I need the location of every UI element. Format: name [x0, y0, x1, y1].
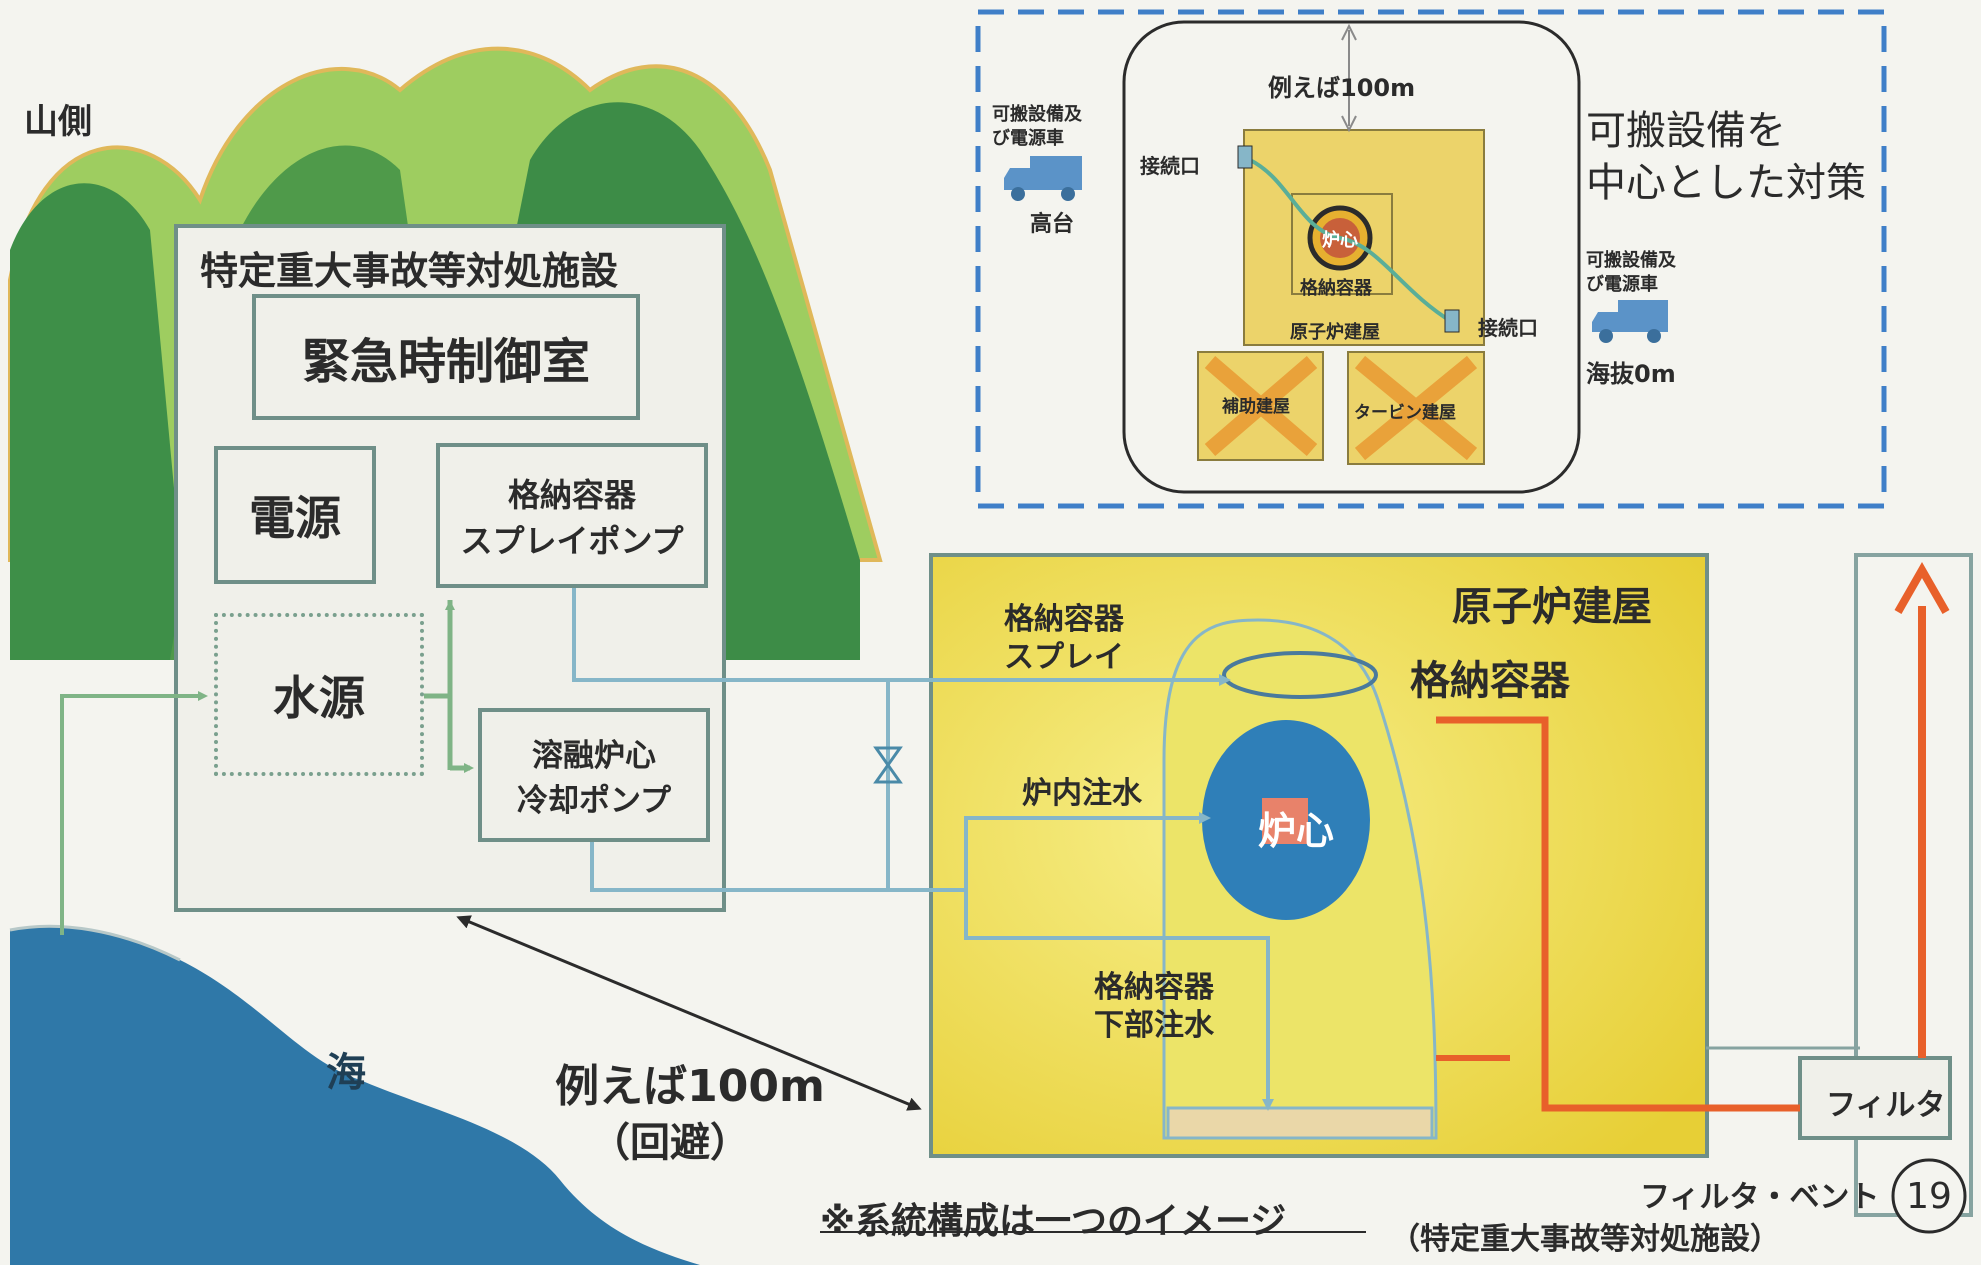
sea-to-water-pipe — [60, 691, 208, 935]
inset-containment-box — [1291, 193, 1393, 295]
inset-right-connector — [1444, 309, 1460, 333]
spray-pump-box: 格納容器 スプレイポンプ — [436, 443, 708, 588]
inset-dashed-border — [975, 9, 1887, 509]
inset-right-location: 海抜0m — [1586, 360, 1676, 388]
inset-distance-arrowhead-bottom — [1341, 115, 1357, 133]
inset-connection-pipe — [1249, 158, 1454, 324]
mountain-front-left — [10, 183, 190, 660]
filter-vent-caption-sub: （特定重大事故等対処施設） — [1390, 1222, 1780, 1257]
sea-label: 海 — [326, 1050, 366, 1096]
inset-left-connector — [1237, 145, 1253, 169]
control-room-label: 緊急時制御室 — [301, 334, 590, 390]
injection-label: 炉内注水 — [1022, 776, 1142, 811]
inset-aux-building-label: 補助建屋 — [1222, 397, 1290, 417]
lower-injection-label-line1: 格納容器 — [1094, 970, 1214, 1005]
inset-reactor-building-label: 原子炉建屋 — [1290, 322, 1380, 343]
filter-vent-caption: フィルタ・ベント — [1640, 1180, 1880, 1215]
inset-left-vehicle-line2: び電源車 — [992, 128, 1064, 149]
spray-pump-line — [572, 588, 1231, 686]
spray-label-line2: スプレイ — [1004, 640, 1124, 675]
page-number: 19 — [1906, 1176, 1952, 1217]
inset-containment-label: 格納容器 — [1300, 278, 1372, 299]
vent-stack-arrowhead — [1894, 561, 1950, 614]
inset-left-vehicle-line1: 可搬設備及 — [992, 104, 1082, 125]
distance-note: （回避） — [590, 1120, 750, 1166]
inset-right-connection: 接続口 — [1478, 316, 1538, 340]
valve-icon — [873, 746, 903, 784]
cooling-pump-box: 溶融炉心 冷却ポンプ — [478, 708, 710, 842]
inset-left-truck-icon — [1004, 156, 1082, 201]
distance-label: 例えば100m — [555, 1061, 825, 1112]
inset-distance-arrowhead-top — [1341, 23, 1357, 41]
lower-injection-line — [964, 890, 1274, 1111]
inset-turbine-building-label: タービン建屋 — [1354, 403, 1456, 423]
inset-aux-cross — [1204, 355, 1318, 457]
containment-label: 格納容器 — [1410, 658, 1570, 704]
inset-title-line1: 可搬設備を — [1586, 108, 1786, 154]
containment-floor — [1166, 1106, 1434, 1140]
distance-arrow — [456, 915, 922, 1111]
core-label: 炉心 — [1258, 809, 1335, 853]
water-source-label: 水源 — [273, 670, 365, 725]
reactor-building-label: 原子炉建屋 — [1452, 584, 1652, 630]
power-source-box: 電源 — [214, 446, 376, 584]
sea — [10, 926, 700, 1265]
inset-distance-label: 例えば100m — [1268, 74, 1416, 102]
inset-right-vehicle-line1: 可搬設備及 — [1586, 250, 1676, 271]
inset-right-vehicle-line2: び電源車 — [1586, 274, 1658, 295]
facility-title: 特定重大事故等対処施設 — [200, 249, 619, 293]
inset-core-label: 炉心 — [1322, 230, 1358, 251]
filter-box — [1798, 1056, 1952, 1140]
core-block — [1262, 798, 1308, 844]
spray-label-line1: 格納容器 — [1004, 602, 1124, 637]
cooling-pump-label-line1: 溶融炉心 — [532, 738, 656, 774]
cooling-pump-label-line2: 冷却ポンプ — [516, 783, 672, 819]
inset-turbine-cross — [1354, 355, 1478, 461]
mountain-side-label: 山側 — [24, 102, 92, 142]
spray-pump-label-line1: 格納容器 — [507, 475, 636, 514]
inset-title-line2: 中心とした対策 — [1586, 160, 1866, 206]
inset-left-location: 高台 — [1030, 212, 1075, 237]
inset-left-connection: 接続口 — [1140, 154, 1200, 178]
water-source-box: 水源 — [214, 613, 424, 776]
inset-right-truck-icon — [1592, 300, 1668, 343]
spray-pump-label-line2: スプレイポンプ — [460, 521, 684, 560]
vent-line — [1436, 716, 1800, 1112]
page-number-circle — [1891, 1158, 1967, 1234]
power-source-label: 電源 — [249, 491, 341, 545]
control-room-box: 緊急時制御室 — [252, 294, 640, 420]
sea-shore — [9, 924, 181, 962]
diagram-note: ※系統構成は一つのイメージ — [820, 1201, 1287, 1242]
filter-label: フィルタ — [1826, 1088, 1946, 1123]
lower-injection-label-line2: 下部注水 — [1094, 1008, 1214, 1043]
